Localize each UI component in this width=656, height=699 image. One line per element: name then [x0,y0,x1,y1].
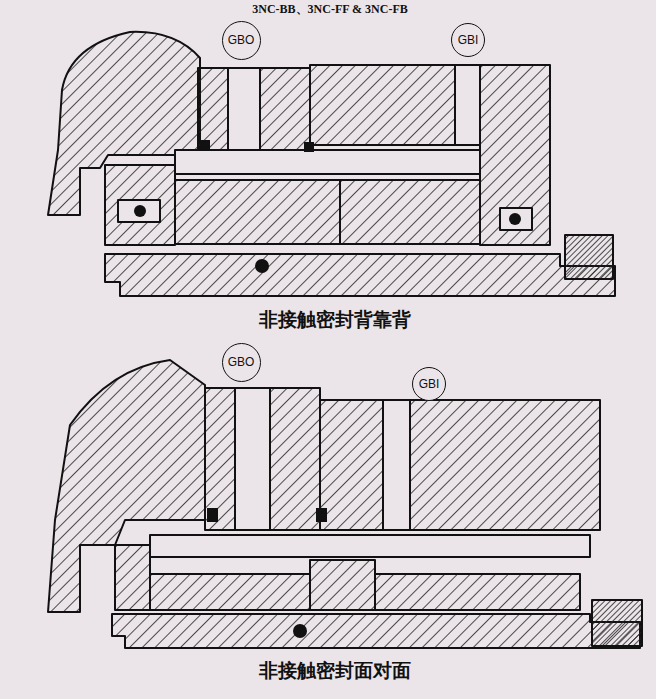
stator-holder [198,68,310,150]
collar [592,600,642,646]
o-ring [134,205,146,217]
o-ring [207,508,218,522]
o-ring [200,140,210,150]
o-ring-groove [500,208,532,230]
stator-holder [205,388,320,530]
collar [565,235,613,279]
o-ring [255,259,269,273]
o-ring [509,213,521,225]
shaft-sleeve [112,614,640,648]
o-ring [293,624,307,638]
port-channel [235,388,270,530]
port-channel [228,68,260,150]
figure-caption: 非接触密封面对面 [259,658,411,684]
spacer [310,560,375,610]
seal-ring [340,180,480,244]
port-circle: GBO [222,343,261,382]
seal-ring [375,574,580,610]
port-label: GBI [458,34,479,46]
channel [175,150,480,174]
gland-ring [115,545,150,610]
seal-housing [310,65,480,145]
port-circle: GBI [451,23,485,57]
port-circle: GBI [412,367,446,401]
gland-ring [105,165,175,245]
port-channel [455,65,480,145]
port-label: GBI [419,378,440,390]
port-channel [383,400,410,530]
seal-ring [175,180,340,244]
shaft-sleeve [105,254,615,296]
model-heading: 3NC-BB、3NC-FF & 3NC-FB [252,1,408,18]
o-ring-groove [118,200,160,222]
figure-caption: 非接触密封背靠背 [259,307,411,333]
port-circle: GBO [222,21,261,60]
port-label: GBO [228,356,255,368]
o-ring [316,508,327,522]
seal-ring [150,574,310,610]
seal-housing [320,400,600,530]
o-ring [304,142,314,152]
channel [150,535,590,557]
port-label: GBO [228,34,255,46]
seal-housing [480,65,550,245]
